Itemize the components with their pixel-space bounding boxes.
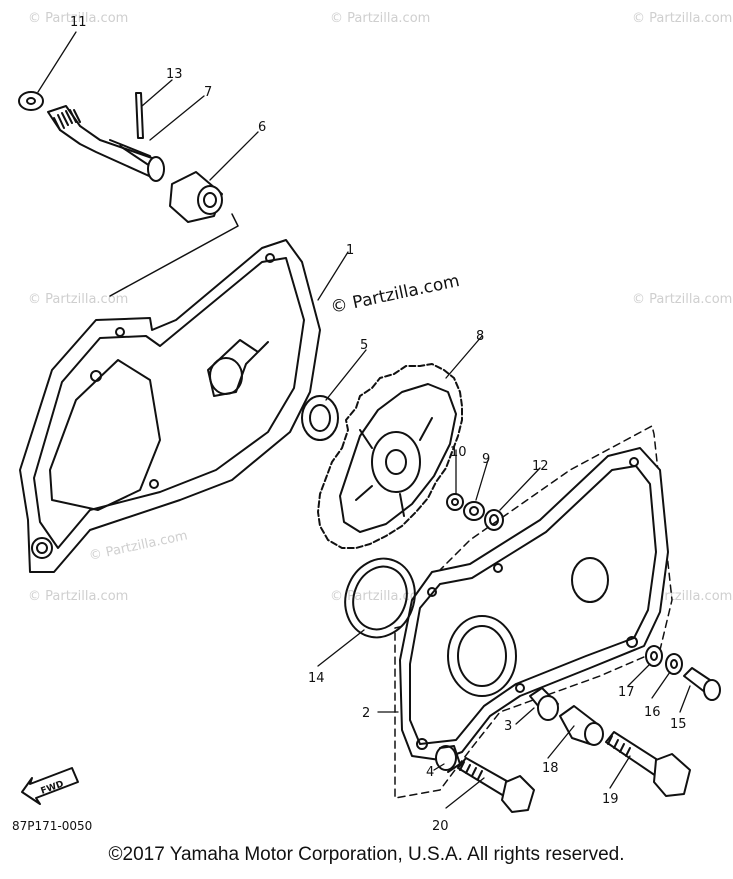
part-label: 3 [504, 719, 512, 734]
gear-case-cover-part-2 [399, 447, 669, 761]
part-label: 12 [532, 459, 549, 474]
part-labels: 11 13 7 6 1 5 8 10 9 12 14 2 3 4 20 18 1… [70, 15, 687, 834]
bolt-part-15 [683, 667, 721, 701]
o-ring-part-14 [344, 557, 416, 639]
leader-lines [37, 31, 691, 809]
nut-part-10 [446, 493, 464, 511]
part-label: 13 [166, 67, 183, 82]
part-label: 6 [258, 120, 266, 135]
part-label: 15 [670, 717, 687, 732]
watermark: © Partzilla.com [632, 11, 732, 26]
collar-part-18 [559, 705, 604, 746]
washer-part-9 [463, 501, 485, 521]
collar-part-6 [169, 171, 223, 223]
watermark: © Partzilla.com [28, 589, 128, 604]
oil-seal-part-5 [301, 395, 339, 441]
watermark: © Partzilla.com [88, 528, 189, 564]
part-label: 19 [602, 792, 619, 807]
shaft-part-7 [47, 105, 165, 182]
part-label: 5 [360, 338, 368, 353]
bolt-part-20 [457, 757, 535, 813]
part-label: 8 [476, 329, 484, 344]
pin-part-13 [135, 92, 144, 139]
watermark: © Partzilla.com [28, 292, 128, 307]
gear-part-8 [317, 363, 463, 549]
washer-part-16 [665, 653, 683, 675]
assembly-leader [109, 213, 239, 297]
part-label: 7 [204, 85, 212, 100]
part-label: 2 [362, 706, 370, 721]
part-label: 4 [426, 765, 434, 780]
part-label: 14 [308, 671, 325, 686]
part-label: 20 [432, 819, 449, 834]
gear-case-part-1 [19, 239, 321, 573]
watermark: © Partzilla.com [28, 11, 128, 26]
fwd-arrow-icon [21, 767, 79, 805]
part-label: 17 [618, 685, 635, 700]
part-label: 18 [542, 761, 559, 776]
washer-part-11 [18, 91, 44, 111]
washer-part-17 [645, 645, 663, 667]
part-label: 10 [450, 445, 467, 460]
copyright-notice: ©2017 Yamaha Motor Corporation, U.S.A. A… [108, 844, 625, 865]
part-label: 16 [644, 705, 661, 720]
watermark: © Partzilla.com [330, 11, 430, 26]
part-label: 1 [346, 243, 354, 258]
watermark: © Partzilla.com [632, 292, 732, 307]
part-label: 9 [482, 452, 490, 467]
cover-assembly-outline [394, 425, 673, 799]
watermark-center: © Partzilla.com [329, 271, 461, 318]
bush-part-4 [435, 745, 461, 773]
dowel-part-3 [529, 687, 559, 721]
bolt-part-19 [605, 731, 691, 797]
part-label: 11 [70, 15, 87, 30]
figure-code: 87P171-0050 [12, 819, 92, 833]
